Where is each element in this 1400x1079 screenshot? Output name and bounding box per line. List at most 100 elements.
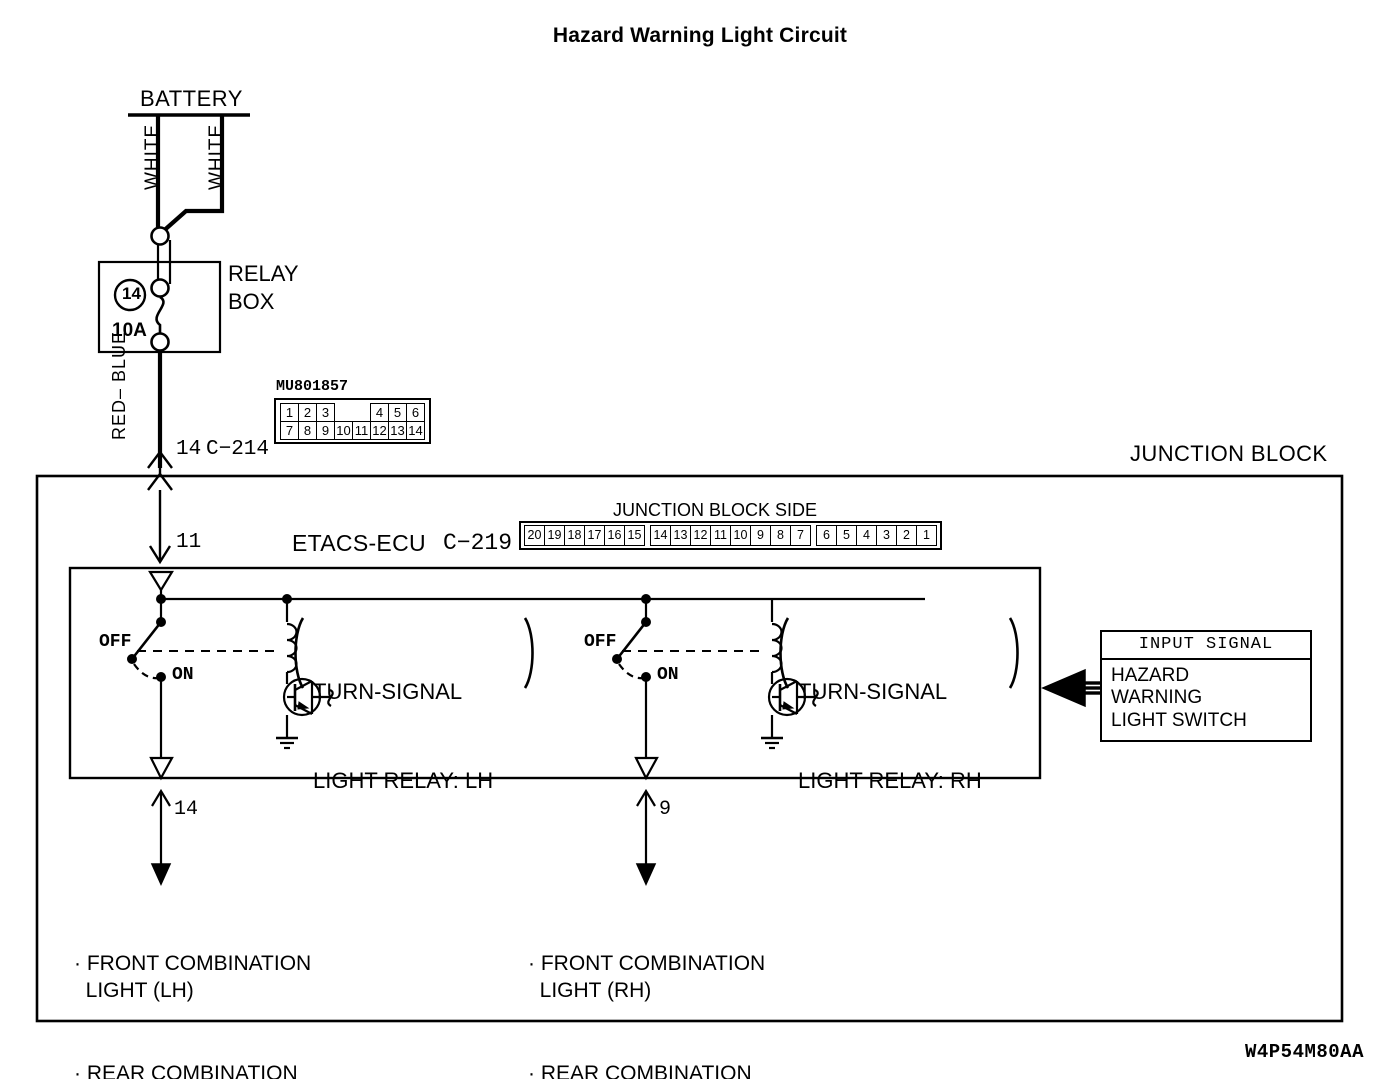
pin-cell: 7 <box>790 525 811 546</box>
pin-cell: 6 <box>816 525 837 546</box>
list-item: · FRONT COMBINATION LIGHT (RH) <box>528 951 766 1002</box>
pin-cell: 3 <box>876 525 897 546</box>
wire-color-red-blue-text: RED– BLUE <box>109 330 129 440</box>
rh-switch-on-label: ON <box>657 665 679 685</box>
fuse-rating-label: 10A <box>112 320 147 341</box>
pin-cell: 1 <box>280 403 299 422</box>
etacs-ecu-connector-label: C−219 <box>443 530 513 556</box>
lh-transistor-arrow <box>297 701 310 710</box>
pin-cell: 1 <box>916 525 937 546</box>
junction-block-outline <box>35 474 1344 1023</box>
junction-block-label: JUNCTION BLOCK <box>1130 441 1328 466</box>
pin-cell: 14 <box>406 421 425 440</box>
rh-switch-off-label: OFF <box>584 632 617 652</box>
ecu-input-pin-label: 11 <box>176 531 202 554</box>
pin-cell: 2 <box>298 403 317 422</box>
rh-transistor-arrow <box>782 701 795 710</box>
connector-pin-ref: 14 <box>176 438 202 461</box>
drawing-code: W4P54M80AA <box>1244 1041 1364 1063</box>
ecu-pin11-terminal-marker <box>148 570 174 593</box>
rh-paren-right <box>1008 617 1019 689</box>
fuse-element-wave <box>155 295 165 333</box>
pin-cell: 3 <box>316 403 335 422</box>
pin-cell: 12 <box>370 421 389 440</box>
lh-transistor-emitter <box>294 704 313 715</box>
input-signal-body: HAZARD WARNING LIGHT SWITCH <box>1111 665 1247 731</box>
rh-output-terminal-marker <box>634 756 659 781</box>
junction-block-side-pinout: 20 19 18 17 16 15 14 13 12 11 10 9 8 7 6… <box>519 521 942 550</box>
jb-pin-row: 20 19 18 17 16 15 14 13 12 11 10 9 8 7 6… <box>524 525 937 546</box>
connector-part-number: MU801857 <box>276 378 349 395</box>
rh-control-squiggle <box>812 688 819 707</box>
lh-switch-blade <box>130 621 163 660</box>
rh-paren-left <box>779 617 790 689</box>
pin-cell: 5 <box>388 403 407 422</box>
lh-output-pin-label: 14 <box>174 798 199 821</box>
fuse-number-label: 14 <box>122 284 141 303</box>
pin-cell: 10 <box>730 525 751 546</box>
input-signal-header: INPUT SIGNAL <box>1102 632 1310 660</box>
rh-transistor-emitter <box>779 704 798 715</box>
pin-cell: 16 <box>604 525 625 546</box>
pin-cell: 17 <box>584 525 605 546</box>
junction-block-side-label: JUNCTION BLOCK SIDE <box>613 500 818 520</box>
pin-gap <box>335 404 353 422</box>
rh-switch-pivot <box>612 654 622 664</box>
junction-block-side-table: 20 19 18 17 16 15 14 13 12 11 10 9 8 7 6… <box>524 525 937 546</box>
pin-cell: 5 <box>836 525 857 546</box>
pin-gap <box>353 404 371 422</box>
etacs-ecu-label: ETACS-ECU <box>292 530 426 556</box>
pin-cell: 9 <box>316 421 335 440</box>
lh-load-arrow-up <box>151 788 171 807</box>
rh-switch-blade <box>615 621 648 660</box>
fuse-terminal-top <box>150 226 170 246</box>
lh-paren-right <box>523 617 534 689</box>
connector-c214-bottom-row: 7 8 9 10 11 12 13 14 <box>280 421 425 440</box>
lh-paren-left <box>294 617 305 689</box>
lh-transistor-collector <box>294 680 313 691</box>
connector-c214-pinout: 1 2 3 4 5 6 7 8 9 10 11 12 13 <box>274 398 431 444</box>
pin-cell: 13 <box>670 525 691 546</box>
battery-label: BATTERY <box>140 86 243 111</box>
relay-box-label: RELAY BOX <box>228 261 299 314</box>
pin-cell: 13 <box>388 421 407 440</box>
rh-output-pin-label: 9 <box>659 798 672 821</box>
pin-cell: 15 <box>624 525 645 546</box>
input-signal-arrow <box>1041 668 1100 708</box>
pin-cell: 8 <box>770 525 791 546</box>
connector-c214-top-row: 1 2 3 4 5 6 <box>280 403 425 422</box>
pin-cell: 14 <box>650 525 671 546</box>
fuse-terminal-mid <box>150 278 170 298</box>
pin-cell: 6 <box>406 403 425 422</box>
white-wire-right <box>158 115 225 236</box>
rh-relay-name-line2: LIGHT RELAY: RH <box>798 768 982 794</box>
pin-cell: 9 <box>750 525 771 546</box>
ecu-pin11-arrowhead <box>148 545 172 565</box>
pin-cell: 4 <box>370 403 389 422</box>
page-title: Hazard Warning Light Circuit <box>552 24 848 47</box>
lh-output-terminal-marker <box>149 756 174 781</box>
wire-color-white-left: WHITE <box>142 123 163 190</box>
connector-c214-table: 1 2 3 4 5 6 7 8 9 10 11 12 13 <box>280 403 425 440</box>
pin-cell: 20 <box>524 525 545 546</box>
lh-switch-pivot <box>127 654 137 664</box>
rh-transistor-collector <box>779 680 798 691</box>
connector-name-c214: C−214 <box>206 438 270 461</box>
input-signal-box: INPUT SIGNAL HAZARD WARNING LIGHT SWITCH <box>1100 630 1312 743</box>
pin-cell: 11 <box>352 421 371 440</box>
lh-load-arrow-down <box>150 863 172 886</box>
lh-relay-name-line2: LIGHT RELAY: LH <box>313 768 494 794</box>
pin-cell: 7 <box>280 421 299 440</box>
fuse-number-circle <box>113 278 147 312</box>
pin-cell: 12 <box>690 525 711 546</box>
pin-cell: 8 <box>298 421 317 440</box>
rh-load-arrow-up <box>636 788 656 807</box>
etacs-ecu-outline <box>68 566 1042 780</box>
pin-cell: 10 <box>334 421 353 440</box>
list-item: · REAR COMBINATION LIGHT (RH) <box>528 1062 752 1079</box>
lh-control-squiggle <box>327 688 334 707</box>
pin-cell: 18 <box>564 525 585 546</box>
lh-switch-on-label: ON <box>172 665 194 685</box>
